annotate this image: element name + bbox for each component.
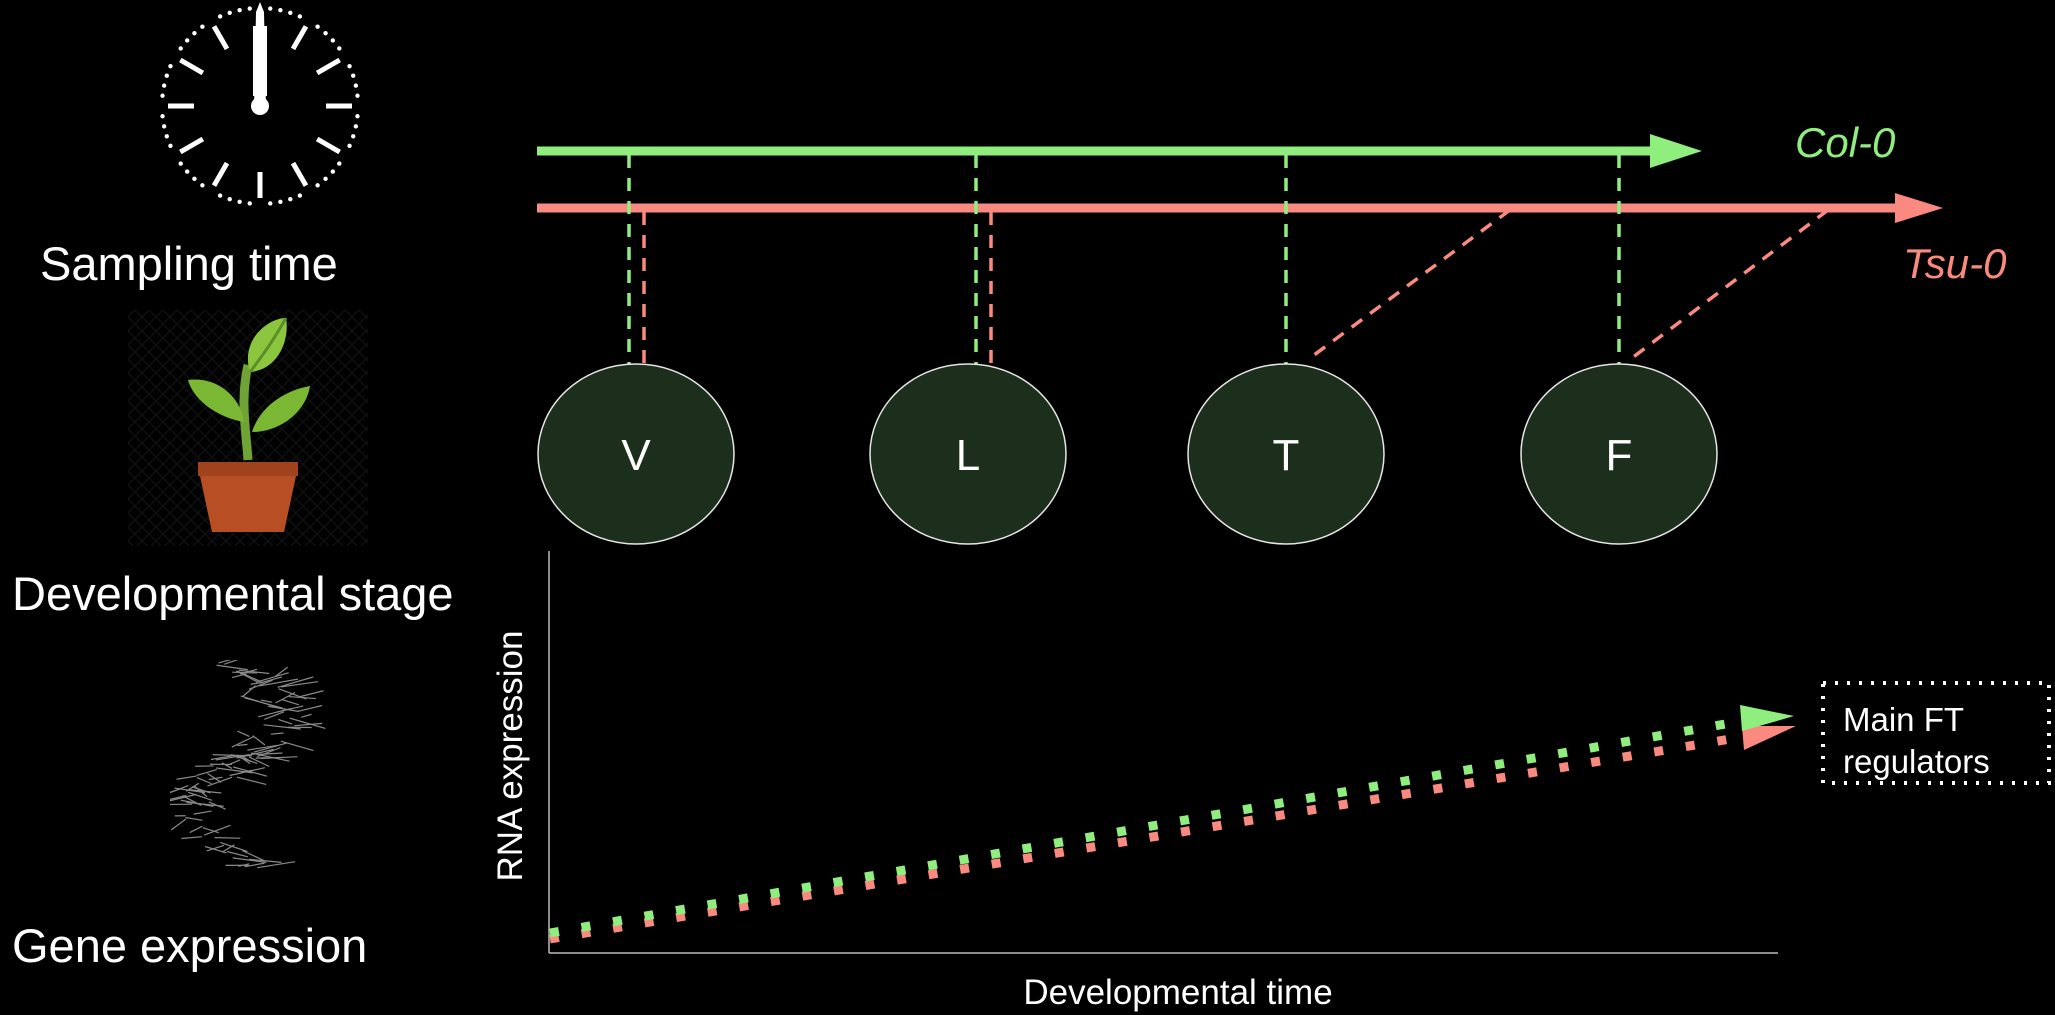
tsu0-expression-trend [549, 731, 1749, 944]
gene-expression-label: Gene expression [12, 919, 368, 972]
tsu0-trend-arrowhead [1742, 726, 1796, 750]
stage-f-label: F [1606, 431, 1633, 480]
ft-regulators-line2: regulators [1843, 743, 1990, 780]
tsu0-sample-line-f [1630, 208, 1830, 360]
ft-regulators-line1: Main FT [1843, 701, 1964, 738]
developmental-stage-label: Developmental stage [12, 567, 454, 620]
stage-v-label: V [621, 431, 651, 480]
sampling-time-label: Sampling time [40, 237, 338, 290]
tsu0-sample-line-t [1308, 208, 1512, 360]
col0-arrowhead [1650, 134, 1702, 168]
stage-t-node [1187, 363, 1385, 545]
col0-expression-trend [549, 715, 1749, 938]
x-axis-label: Developmental time [1023, 973, 1332, 1012]
plant-pot-icon [128, 310, 368, 546]
stage-l-label: L [956, 431, 980, 480]
y-axis-label: RNA expression [491, 631, 530, 882]
tsu0-arrowhead [1895, 193, 1943, 223]
stage-t-label: T [1273, 431, 1300, 480]
dna-helix-icon [170, 660, 326, 869]
stage-l-node [869, 363, 1067, 545]
stage-f-node [1520, 363, 1718, 545]
col0-label: Col-0 [1795, 119, 1896, 166]
stage-v-node [537, 363, 735, 545]
tsu0-label: Tsu-0 [1903, 240, 2007, 287]
ft-regulators-box [1821, 681, 2051, 785]
col0-trend-arrowhead [1740, 705, 1794, 731]
clock-icon [160, 2, 360, 206]
